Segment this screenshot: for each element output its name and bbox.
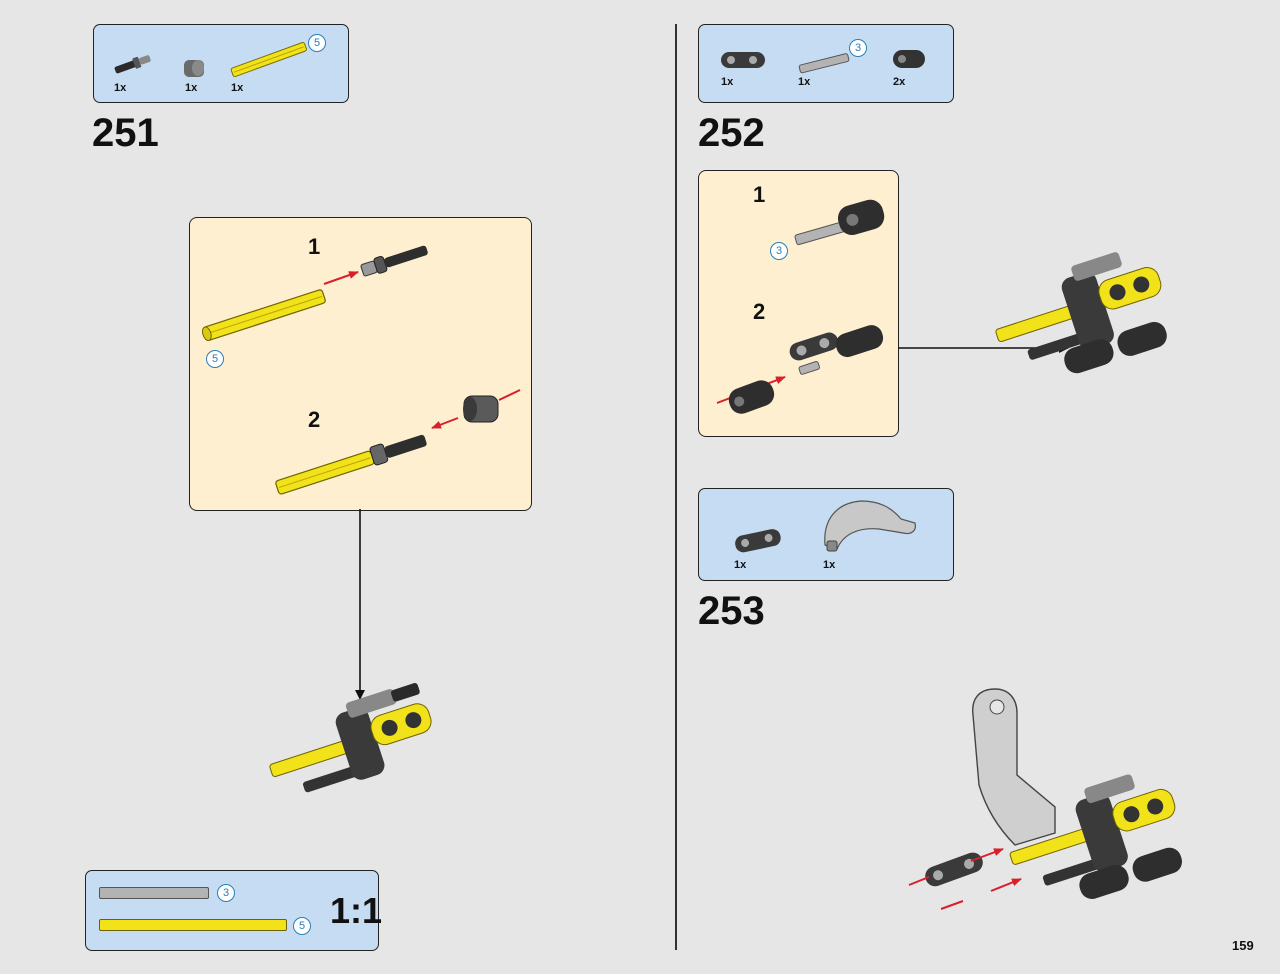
axle-pin-icon	[114, 55, 151, 74]
axle-3-icon	[798, 53, 850, 74]
page-number: 159	[1232, 938, 1254, 953]
step-251-assembly-illustration	[269, 683, 432, 793]
substep-2-illustration	[716, 325, 884, 414]
part-quantity: 1x	[114, 82, 127, 94]
seat-panel-icon	[824, 500, 916, 552]
length-badge: 5	[308, 34, 326, 52]
substep-label: 1	[308, 234, 321, 259]
length-badge: 3	[849, 39, 867, 57]
part-quantity: 1x	[734, 559, 747, 571]
step-252-parts-box: 3 1x 1x 2x	[698, 24, 954, 103]
length-badge: 5	[293, 917, 311, 935]
length-badge: 5	[206, 350, 224, 368]
part-quantity: 1x	[823, 559, 836, 571]
axle-5-icon	[230, 42, 307, 78]
double-beam-icon	[735, 529, 781, 553]
substep-1-illustration	[794, 199, 885, 246]
step-253-assembly-illustration	[908, 688, 1182, 910]
step-251-parts-box: 5 1x 1x 1x	[93, 24, 349, 103]
substep-label: 1	[753, 182, 766, 207]
part-quantity: 2x	[893, 76, 906, 88]
step-number: 253	[698, 589, 765, 633]
link-beam-icon	[893, 50, 925, 68]
length-badge: 3	[217, 884, 235, 902]
substep-1-illustration	[201, 245, 428, 342]
axle-5-icon	[99, 919, 287, 931]
step-251-substep-box: 1 5 2	[189, 217, 532, 511]
step-number: 252	[698, 111, 765, 155]
step-252-substep-box: 1 3 2	[698, 170, 899, 437]
substep-label: 2	[308, 407, 321, 432]
bush-icon	[184, 60, 204, 77]
scale-label: 1:1	[330, 890, 383, 931]
step-251-result-arrow	[355, 509, 365, 700]
page-divider	[675, 24, 677, 950]
double-beam-icon	[721, 52, 765, 68]
step-252-assembly-illustration	[995, 252, 1167, 374]
substep-label: 2	[753, 299, 766, 324]
part-quantity: 1x	[721, 76, 734, 88]
step-253-parts-box: 1x 1x	[698, 488, 954, 581]
part-quantity: 1x	[231, 82, 244, 94]
scale-guide-box: 3 5 1:1	[85, 870, 383, 951]
length-badge: 3	[770, 242, 788, 260]
part-quantity: 1x	[798, 76, 811, 88]
part-quantity: 1x	[185, 82, 198, 94]
step-number: 251	[92, 111, 159, 155]
substep-2-illustration	[275, 389, 521, 495]
axle-3-icon	[99, 887, 209, 899]
